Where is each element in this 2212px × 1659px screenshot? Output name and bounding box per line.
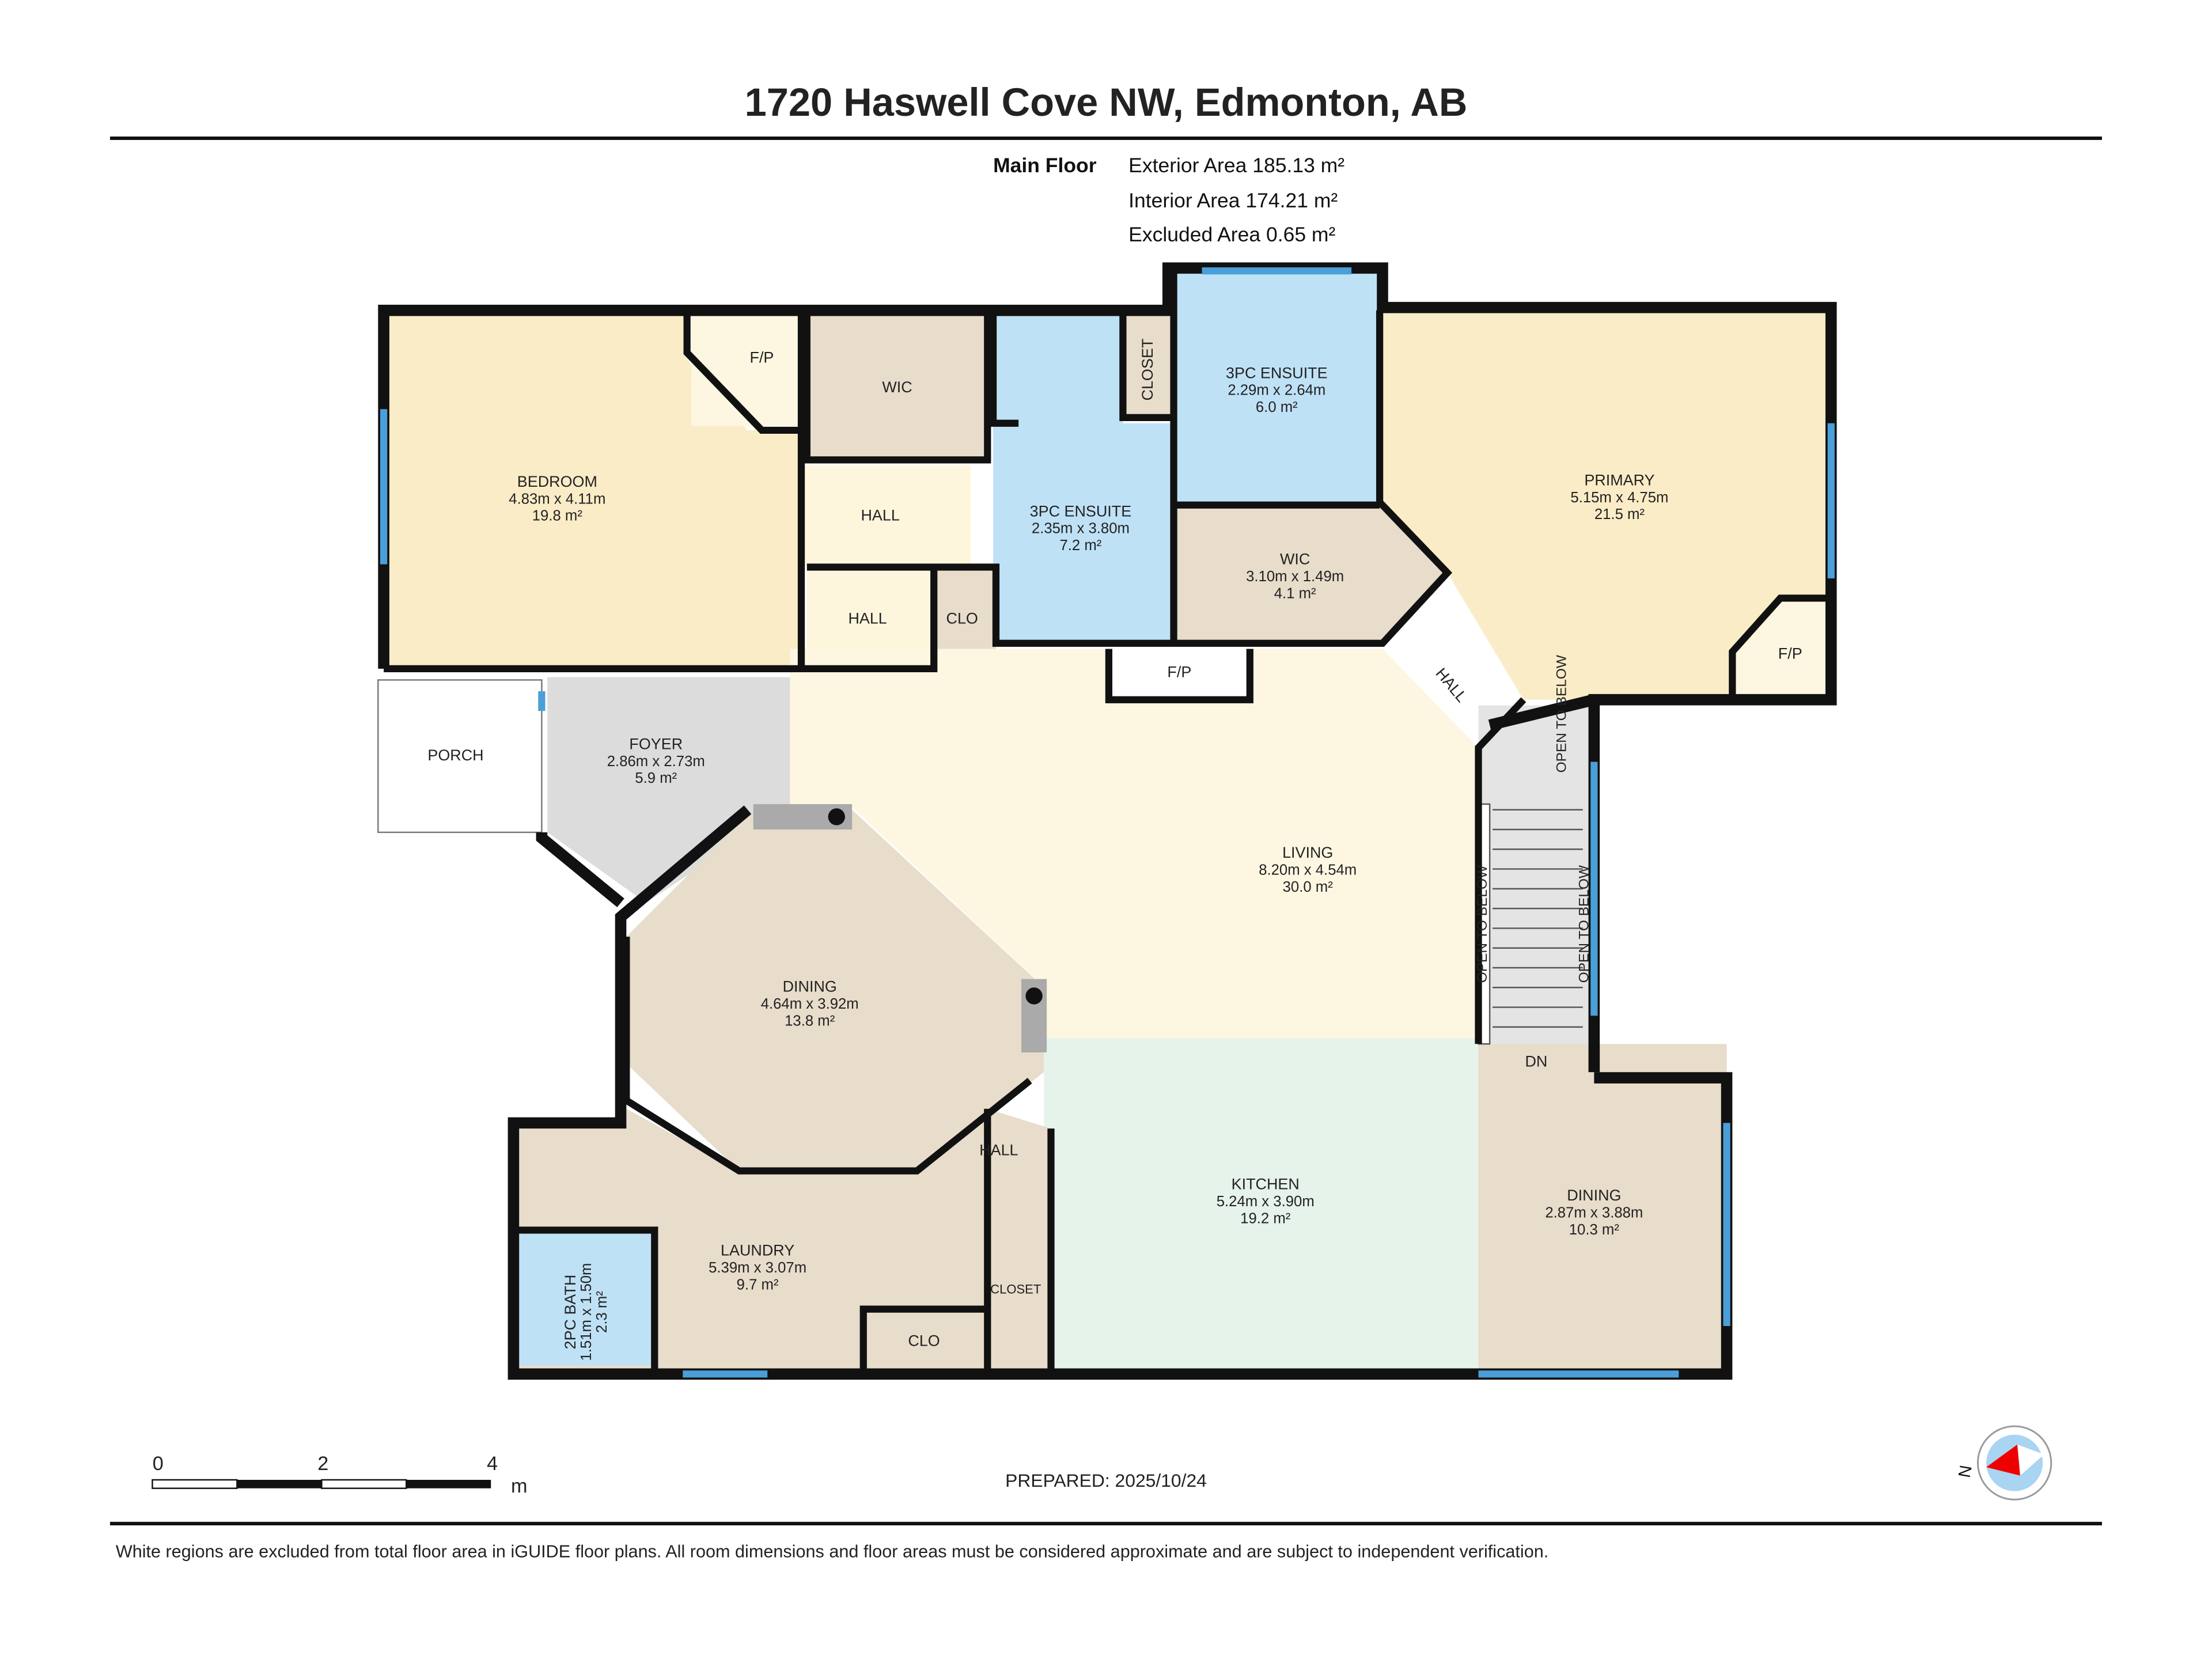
hall-fill xyxy=(801,465,971,567)
footer-disclaimer: White regions are excluded from total fl… xyxy=(116,1542,1548,1562)
svg-text:m: m xyxy=(511,1475,528,1497)
svg-text:KITCHEN: KITCHEN xyxy=(1232,1175,1300,1192)
svg-text:10.3 m²: 10.3 m² xyxy=(1569,1222,1620,1238)
svg-text:F/P: F/P xyxy=(1778,645,1802,662)
svg-text:CLOSET: CLOSET xyxy=(1139,339,1156,401)
svg-text:2.29m x 2.64m: 2.29m x 2.64m xyxy=(1228,382,1325,399)
svg-text:4.64m x 3.92m: 4.64m x 3.92m xyxy=(761,996,859,1012)
svg-text:4: 4 xyxy=(487,1453,498,1475)
svg-text:LAUNDRY: LAUNDRY xyxy=(721,1242,794,1259)
compass-icon: N xyxy=(1955,1425,2052,1501)
svg-text:30.0 m²: 30.0 m² xyxy=(1283,879,1334,895)
walls xyxy=(378,262,1837,1380)
svg-text:N: N xyxy=(1955,1464,1976,1479)
kitchen-fill xyxy=(1044,1038,1479,1369)
svg-text:F/P: F/P xyxy=(1167,664,1191,681)
svg-text:13.8 m²: 13.8 m² xyxy=(785,1013,835,1029)
wic-fill xyxy=(806,313,988,463)
svg-text:HALL: HALL xyxy=(848,609,887,627)
svg-text:FOYER: FOYER xyxy=(629,735,683,752)
svg-text:DN: DN xyxy=(1525,1052,1547,1070)
svg-text:0: 0 xyxy=(153,1453,164,1475)
svg-text:HALL: HALL xyxy=(979,1142,1018,1159)
svg-text:19.8 m²: 19.8 m² xyxy=(532,508,583,524)
fp-fill xyxy=(691,313,802,426)
svg-text:3.10m x 1.49m: 3.10m x 1.49m xyxy=(1246,569,1344,585)
living-fill xyxy=(790,649,1479,1039)
column-post xyxy=(1025,987,1043,1005)
svg-text:F/P: F/P xyxy=(750,349,774,366)
svg-text:CLOSET: CLOSET xyxy=(990,1282,1041,1297)
svg-text:CLO: CLO xyxy=(946,609,978,627)
svg-text:PRIMARY: PRIMARY xyxy=(1584,471,1654,488)
svg-text:OPEN TO BELOW: OPEN TO BELOW xyxy=(1577,865,1592,983)
svg-text:2.87m x 3.88m: 2.87m x 3.88m xyxy=(1545,1205,1643,1221)
svg-text:CLO: CLO xyxy=(908,1332,940,1349)
svg-text:2.3 m²: 2.3 m² xyxy=(594,1291,610,1333)
svg-text:DINING: DINING xyxy=(783,978,837,995)
svg-text:1.51m x 1.50m: 1.51m x 1.50m xyxy=(578,1263,594,1361)
page-title: 1720 Haswell Cove NW, Edmonton, AB xyxy=(745,80,1468,124)
svg-text:3PC ENSUITE: 3PC ENSUITE xyxy=(1226,364,1328,381)
stairs-fill xyxy=(1478,705,1592,1044)
svg-text:3PC ENSUITE: 3PC ENSUITE xyxy=(1030,502,1132,520)
svg-text:LIVING: LIVING xyxy=(1282,844,1333,861)
svg-text:2.86m x 2.73m: 2.86m x 2.73m xyxy=(607,753,705,770)
svg-text:5.9 m²: 5.9 m² xyxy=(635,770,677,786)
wic2-fill xyxy=(1176,507,1448,643)
svg-text:5.39m x 3.07m: 5.39m x 3.07m xyxy=(709,1260,806,1276)
excluded-area: Excluded Area 0.65 m² xyxy=(1128,223,1335,246)
svg-text:7.2 m²: 7.2 m² xyxy=(1059,537,1101,554)
interior-area: Interior Area 174.21 m² xyxy=(1128,189,1338,212)
svg-text:5.15m x 4.75m: 5.15m x 4.75m xyxy=(1570,490,1668,506)
svg-text:HALL: HALL xyxy=(861,507,899,524)
fp2-fill xyxy=(1732,598,1828,697)
exterior-area: Exterior Area 185.13 m² xyxy=(1128,154,1344,177)
svg-text:2.35m x 3.80m: 2.35m x 3.80m xyxy=(1032,521,1130,537)
svg-text:BEDROOM: BEDROOM xyxy=(517,473,597,490)
primary-fill xyxy=(1382,310,1831,700)
svg-text:2PC BATH: 2PC BATH xyxy=(562,1275,579,1350)
svg-text:8.20m x 4.54m: 8.20m x 4.54m xyxy=(1259,862,1357,878)
svg-text:9.7 m²: 9.7 m² xyxy=(737,1277,779,1293)
svg-text:WIC: WIC xyxy=(882,378,912,396)
svg-text:2: 2 xyxy=(317,1453,328,1475)
floor-name: Main Floor xyxy=(993,154,1097,177)
svg-text:19.2 m²: 19.2 m² xyxy=(1240,1210,1291,1226)
porch-area xyxy=(377,679,543,834)
dining2-fill xyxy=(1478,1044,1727,1372)
svg-text:OPEN TO BELOW: OPEN TO BELOW xyxy=(1475,865,1490,983)
svg-text:5.24m x 3.90m: 5.24m x 3.90m xyxy=(1217,1194,1315,1210)
prepared-date: PREPARED: 2025/10/24 xyxy=(1005,1470,1207,1491)
svg-text:WIC: WIC xyxy=(1280,551,1310,568)
column-post xyxy=(828,808,845,825)
svg-text:PORCH: PORCH xyxy=(427,747,483,764)
ensuite2-fill xyxy=(1173,271,1380,505)
svg-text:4.1 m²: 4.1 m² xyxy=(1274,585,1316,601)
svg-text:OPEN TO BELOW: OPEN TO BELOW xyxy=(1554,654,1569,772)
dining-fill xyxy=(626,809,1044,1171)
svg-text:6.0 m²: 6.0 m² xyxy=(1256,399,1298,415)
svg-text:21.5 m²: 21.5 m² xyxy=(1594,506,1645,522)
room-fills xyxy=(377,271,1831,1372)
scale-bar: 0 2 4 m xyxy=(151,1453,528,1497)
svg-text:DINING: DINING xyxy=(1567,1187,1621,1204)
closet-fill xyxy=(1126,316,1171,421)
svg-text:4.83m x 4.11m: 4.83m x 4.11m xyxy=(509,491,605,507)
clo2-fill xyxy=(863,1309,985,1366)
ensuite1-fill xyxy=(993,313,1174,643)
svg-text:HALL: HALL xyxy=(1432,665,1470,706)
bath-fill xyxy=(519,1233,655,1366)
